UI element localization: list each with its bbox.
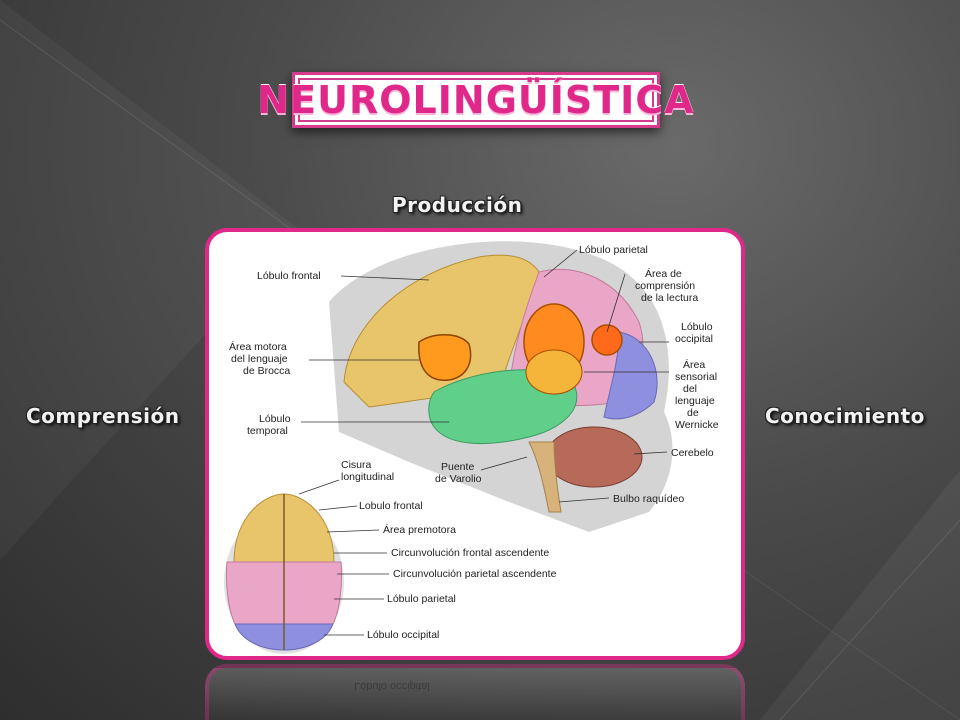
occipital-lobe	[603, 331, 658, 420]
page-title: NEUROLINGÜÍSTICA	[257, 78, 695, 122]
reading-area	[591, 324, 623, 356]
label-produccion: Producción	[392, 193, 523, 217]
leader-lines	[298, 249, 669, 636]
label-comprension: Comprensión	[26, 404, 180, 428]
label-lobulo-temporal: Lóbulo temporal	[247, 413, 293, 437]
label-top-frontal: Lobulo frontal	[359, 500, 423, 512]
label-top-occipital: Lóbulo occipital	[367, 629, 439, 641]
label-conocimiento: Conocimiento	[765, 404, 925, 428]
reflection-text: Lóbulo occipital	[354, 680, 430, 692]
brain-diagram-frame: Lóbulo frontal Lóbulo parietal Área de c…	[205, 228, 745, 660]
broca-area	[418, 334, 472, 381]
label-area-sensorial: Área sensorial del lenguaje de Wernicke	[675, 358, 720, 431]
label-area-comprension: Área de comprensión de la lectura	[635, 267, 698, 304]
label-puente: Puente de Varolio	[435, 461, 482, 485]
label-lobulo-frontal: Lóbulo frontal	[257, 270, 321, 282]
label-top-parietal: Lóbulo parietal	[387, 593, 456, 605]
label-lobulo-parietal: Lóbulo parietal	[579, 244, 648, 256]
label-lobulo-occipital: Lóbulo occipital	[675, 321, 715, 345]
label-circ-parietal: Circunvolución parietal ascendente	[393, 568, 557, 580]
frame-reflection: Lóbulo occipital	[205, 664, 745, 720]
cerebellum	[545, 426, 643, 488]
title-banner: NEUROLINGÜÍSTICA	[257, 72, 694, 128]
label-area-motora: Área motora del lenguaje de Brocca	[229, 340, 291, 377]
title-inner-border	[298, 78, 654, 122]
brain-diagram: Lóbulo frontal Lóbulo parietal Área de c…	[224, 241, 720, 654]
brainstem	[528, 441, 562, 513]
label-premotora: Área premotora	[383, 523, 456, 536]
sensory-area	[525, 349, 583, 395]
label-bulbo: Bulbo raquídeo	[613, 493, 684, 505]
label-circ-frontal: Circunvolución frontal ascendente	[391, 547, 549, 559]
label-cerebelo: Cerebelo	[671, 447, 714, 459]
label-cisura: Cisura longitudinal	[341, 459, 394, 483]
